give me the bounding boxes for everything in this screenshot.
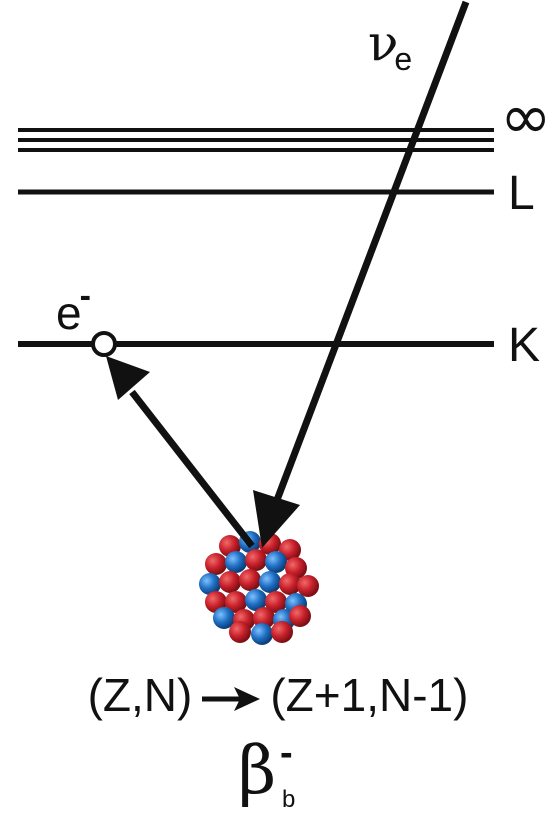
proton bbox=[265, 591, 287, 613]
proton bbox=[271, 621, 293, 643]
neutron bbox=[259, 571, 281, 593]
neutron bbox=[251, 623, 273, 645]
reaction-equation: (Z,N) (Z+1,N-1) bbox=[0, 672, 556, 718]
beta-superscript: - bbox=[280, 732, 293, 774]
electron-symbol: e bbox=[56, 287, 82, 339]
nucleus bbox=[199, 531, 319, 645]
neutron bbox=[245, 589, 267, 611]
electron-label: e- bbox=[56, 279, 93, 339]
reaction-arrow-icon bbox=[202, 686, 261, 711]
proton bbox=[239, 569, 261, 591]
electron-arrow bbox=[106, 356, 255, 549]
k-shell-electron bbox=[91, 331, 117, 357]
proton bbox=[225, 591, 247, 613]
proton bbox=[229, 621, 251, 643]
continuum-levels bbox=[18, 128, 494, 152]
proton bbox=[253, 607, 275, 629]
proton bbox=[297, 575, 319, 597]
l-shell-label: L bbox=[508, 167, 535, 220]
neutrino-subscript: e bbox=[394, 41, 413, 77]
neutron bbox=[213, 607, 235, 629]
beta-symbol: β bbox=[238, 732, 277, 809]
proton bbox=[205, 553, 227, 575]
neutron bbox=[199, 573, 221, 595]
decay-mode-label: β- b bbox=[238, 734, 295, 812]
proton bbox=[219, 571, 241, 593]
proton bbox=[279, 573, 301, 595]
k-shell-label: K bbox=[508, 319, 541, 372]
proton bbox=[289, 605, 311, 627]
neutron bbox=[225, 551, 247, 573]
initial-nucleus: (Z,N) bbox=[87, 669, 193, 721]
neutrino-label: νe bbox=[368, 18, 416, 75]
final-nucleus: (Z+1,N-1) bbox=[270, 669, 469, 721]
neutrino-arrow bbox=[253, 0, 470, 548]
continuum-label: ∞ bbox=[500, 80, 552, 153]
neutrino-symbol: ν bbox=[368, 14, 399, 72]
electron-charge: - bbox=[79, 277, 91, 315]
beta-subscript: b bbox=[282, 786, 296, 813]
proton bbox=[245, 549, 267, 571]
neutron bbox=[265, 551, 287, 573]
